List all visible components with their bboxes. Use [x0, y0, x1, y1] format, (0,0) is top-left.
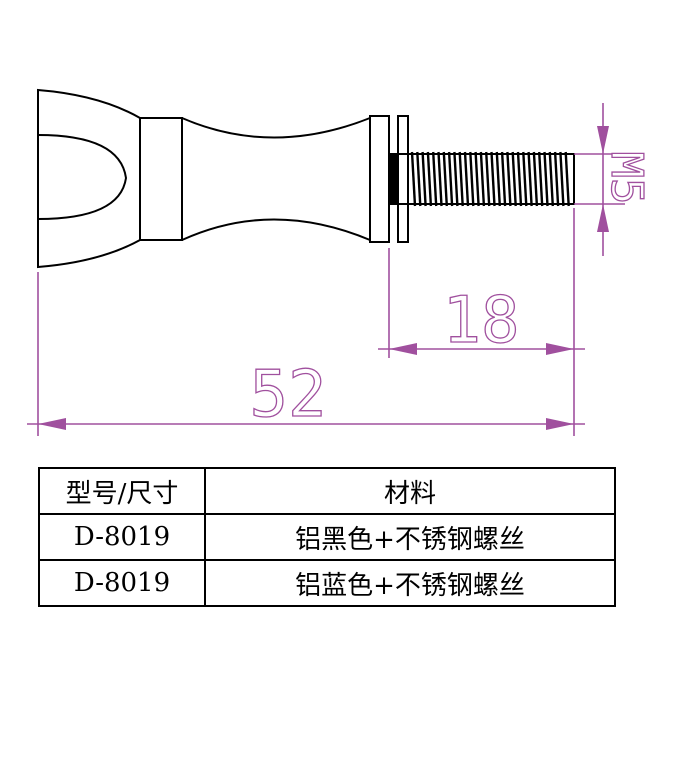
- table-row: D-8019 铝黑色+不锈钢螺丝: [38, 513, 616, 561]
- thread-line: [447, 151, 454, 207]
- bolt-length-label: 18: [442, 284, 519, 358]
- knob-cavity: [37, 134, 128, 220]
- knob-head: [37, 88, 141, 269]
- thread-line: [500, 151, 507, 207]
- thread-line: [559, 151, 565, 207]
- thread-line: [410, 151, 417, 207]
- thread-line: [469, 151, 475, 207]
- thread-line: [458, 151, 464, 207]
- thread-line: [516, 151, 523, 207]
- dimension-labels: M5 18 52: [249, 151, 653, 433]
- knob-part-outline: [37, 88, 575, 269]
- thread-line: [474, 151, 480, 207]
- knob-flange: [369, 115, 390, 243]
- spec-table: 型号/尺寸 材料 D-8019 铝黑色+不锈钢螺丝 D-8019 铝蓝色+不锈钢…: [38, 467, 616, 607]
- overall-length-label: 52: [249, 358, 326, 432]
- thread-line: [442, 151, 448, 207]
- thread-line: [564, 151, 570, 207]
- thread-line: [495, 151, 501, 207]
- cell-model: D-8019: [38, 513, 206, 561]
- cell-model: D-8019: [38, 559, 206, 607]
- thread-line: [522, 151, 528, 207]
- thread-line: [432, 151, 438, 207]
- header-model-size: 型号/尺寸: [38, 467, 206, 515]
- table-header-row: 型号/尺寸 材料: [38, 467, 616, 515]
- cell-material: 铝黑色+不锈钢螺丝: [204, 513, 616, 561]
- table-row: D-8019 铝蓝色+不锈钢螺丝: [38, 559, 616, 607]
- thread-line: [416, 151, 422, 207]
- bolt-hex: [388, 153, 399, 205]
- cell-material: 铝蓝色+不锈钢螺丝: [204, 559, 616, 607]
- knob-neck: [181, 117, 371, 241]
- thread-line: [527, 151, 533, 207]
- thread-line: [538, 151, 544, 207]
- thread-line: [490, 151, 496, 207]
- thread-line: [532, 151, 539, 207]
- thread-line: [479, 151, 486, 207]
- thread-line: [506, 151, 512, 207]
- technical-drawing: M5 18 52: [27, 88, 653, 436]
- bolt-thread: [410, 151, 570, 207]
- thread-line: [453, 151, 459, 207]
- thread-line: [421, 151, 427, 207]
- thread-line: [463, 151, 470, 207]
- thread-line: [553, 151, 560, 207]
- thread-line: [426, 151, 433, 207]
- dimension-lines: [27, 103, 625, 436]
- thread-line: [485, 151, 491, 207]
- knob-collar: [139, 117, 183, 241]
- thread-line: [548, 151, 554, 207]
- thread-line: [511, 151, 517, 207]
- thread-line: [437, 151, 443, 207]
- thread-size-label: M5: [601, 152, 652, 205]
- header-material: 材料: [204, 467, 616, 515]
- washer: [397, 115, 409, 243]
- thread-line: [543, 151, 549, 207]
